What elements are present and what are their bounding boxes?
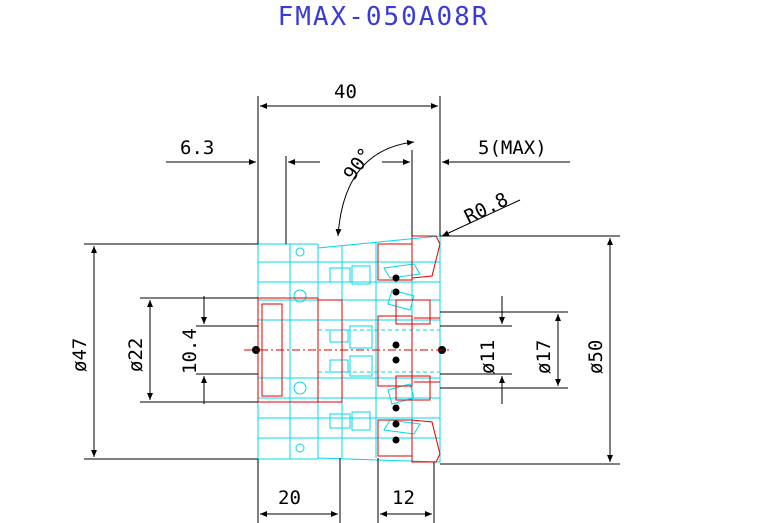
dim-d22: ø22 <box>125 338 147 372</box>
dim-h10-4: 10.4 <box>179 328 201 374</box>
dim-d11: ø11 <box>477 340 499 374</box>
dim-width-12: 12 <box>392 487 415 509</box>
tool-body <box>257 235 441 463</box>
dim-max-depth: 5(MAX) <box>478 137 547 159</box>
dim-width-20: 20 <box>278 487 301 509</box>
dim-radius: R0.8 <box>461 188 512 228</box>
dim-d17: ø17 <box>533 340 555 374</box>
dim-step: 6.3 <box>180 137 214 159</box>
dimension-lines <box>84 96 620 523</box>
dim-d47: ø47 <box>69 338 91 372</box>
dim-angle: 90° <box>339 144 377 185</box>
dim-length: 40 <box>334 81 357 103</box>
drawing-title: FMAX-050A08R <box>277 2 490 32</box>
dim-d50: ø50 <box>585 340 607 374</box>
dimension-labels: 40 6.3 90° 5(MAX) R0.8 ø47 ø22 10.4 ø11 … <box>69 81 607 509</box>
